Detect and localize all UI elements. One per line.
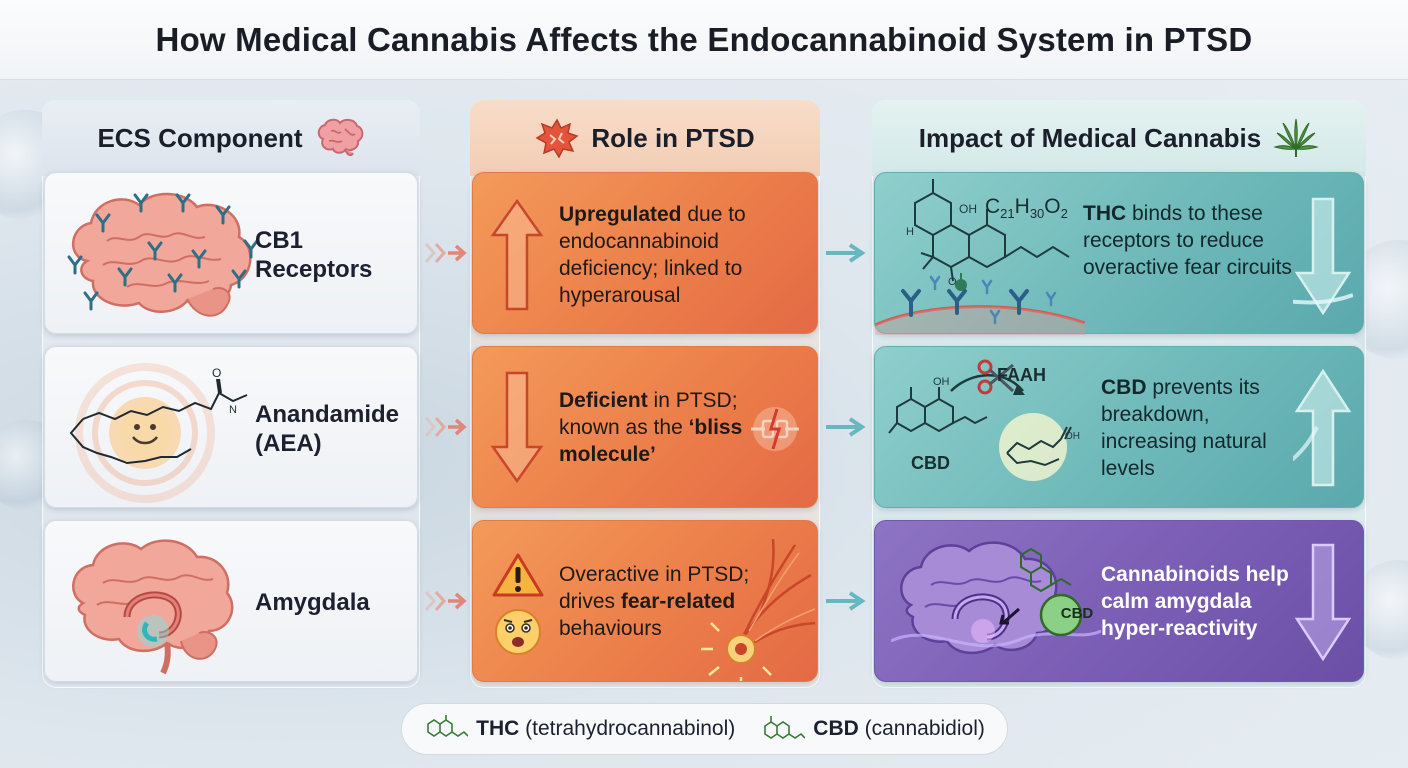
arrow-down-icon — [490, 371, 544, 484]
formula-c: C — [985, 195, 1001, 218]
page-title: How Medical Cannabis Affects the Endocan… — [155, 20, 1253, 58]
anandamide-oxygen-label: O — [212, 366, 221, 380]
faah-label: FAAH — [997, 365, 1046, 385]
formula-o: O — [1044, 195, 1061, 218]
impact-rest-cbd: prevents its breakdown, increasing natur… — [1101, 376, 1267, 480]
arrow-right-icon — [826, 591, 866, 611]
ring-oxygen-label: O — [948, 276, 957, 288]
anandamide-label-line2: (AEA) — [255, 430, 322, 457]
role-header-label: Role in PTSD — [591, 122, 755, 153]
formula-h-sub: 30 — [1029, 206, 1045, 222]
brain-icon — [317, 118, 363, 157]
role-strong2-anandamide: ‘bliss molecule’ — [559, 416, 743, 466]
ecs-column-header: ECS Component — [42, 100, 420, 176]
thc-molecule-illustration: OH O H — [875, 179, 1085, 335]
chevron-right-icon — [424, 243, 467, 263]
role-strong-cb1: Upregulated — [559, 203, 682, 226]
amygdala-label: Amygdala — [255, 588, 370, 617]
chevron-right-icon — [424, 591, 467, 611]
formula-o-sub: 2 — [1060, 206, 1068, 222]
legend: THC (tetrahydrocannabinol) CBD (cannabid… — [401, 703, 1008, 755]
arrow-up-icon — [490, 198, 544, 311]
role-column-header: Role in PTSD — [470, 100, 820, 176]
role-text-anandamide: Deficient in PTSD; known as the ‘bliss m… — [559, 387, 749, 468]
role-text-amygdala: Overactive in PTSD; drives fear-related … — [559, 561, 759, 642]
ring-h-label: H — [906, 226, 914, 238]
warning-icon — [492, 553, 544, 597]
arrow-right-icon — [826, 243, 866, 263]
aea-oh-label: OH — [1065, 431, 1080, 442]
cannabis-leaf-icon — [1273, 118, 1319, 157]
burst-icon — [535, 118, 579, 158]
cbd-molecule-label: CBD — [911, 453, 950, 473]
broken-link-icon — [751, 407, 799, 451]
legend-item-thc: THC (tetrahydrocannabinol) — [424, 714, 735, 744]
anandamide-illustration: O N — [69, 363, 248, 503]
chevron-right-icon — [424, 417, 467, 437]
role-rest2-amygdala: behaviours — [559, 617, 662, 640]
amygdala-label-line1: Amygdala — [255, 589, 370, 616]
cbd-oh-label: OH — [933, 376, 950, 388]
thc-formula: C21H30O2 — [985, 195, 1068, 221]
anandamide-n-label: N — [229, 404, 237, 416]
thc-molecule-icon — [427, 715, 469, 737]
impact-copy-amygdala: Cannabinoids help calm amygdala hyper-re… — [1101, 563, 1289, 640]
calm-brain-illustration — [891, 541, 1101, 654]
ecs-header-label: ECS Component — [97, 122, 303, 153]
role-strong-amygdala: fear-related — [620, 590, 736, 613]
impact-card-amygdala: CBD Cannabinoids help calm amygdala hype… — [874, 520, 1364, 682]
legend-thc-strong: THC — [476, 717, 520, 740]
ecs-card-amygdala: Amygdala — [44, 520, 418, 682]
cb1-label-line1: CB1 — [255, 227, 304, 254]
role-card-cb1: Upregulated due to endocannabinoid defic… — [472, 172, 818, 334]
cbd-molecule-icon — [764, 716, 806, 739]
page-header: How Medical Cannabis Affects the Endocan… — [0, 0, 1408, 80]
role-card-amygdala: Overactive in PTSD; drives fear-related … — [472, 520, 818, 682]
formula-h: H — [1014, 195, 1030, 218]
impact-header-label: Impact of Medical Cannabis — [918, 122, 1262, 153]
scissors-icon — [977, 359, 1015, 395]
arrow-down-icon — [1294, 543, 1352, 662]
impact-card-thc: OH O H C21H30O2 THC binds to these recep… — [874, 172, 1364, 335]
arrow-down-icon — [1293, 197, 1353, 316]
scared-face-icon — [495, 609, 541, 655]
impact-strong-thc: THC — [1083, 202, 1127, 225]
ecs-card-cb1: CB1 Receptors — [44, 172, 418, 334]
impact-column-header: Impact of Medical Cannabis — [872, 100, 1366, 176]
role-rest-anandamide: in PTSD; known as the — [559, 389, 738, 439]
impact-card-cbd: OH CBD OH FAAH CBD prevents its breakdow… — [874, 346, 1364, 508]
oh-label: OH — [959, 202, 977, 216]
impact-text-amygdala: Cannabinoids help calm amygdala hyper-re… — [1101, 561, 1307, 642]
cbd-faah-illustration: OH CBD OH — [888, 359, 1080, 481]
impact-rest-thc: binds to these receptors to reduce overa… — [1083, 202, 1292, 279]
legend-cbd-rest: (cannabidiol) — [858, 717, 985, 740]
cb1-label: CB1 Receptors — [255, 226, 372, 284]
neuron-spark-illustration — [701, 538, 816, 681]
role-card-anandamide: Deficient in PTSD; known as the ‘bliss m… — [472, 346, 818, 508]
role-rest-cb1: due to endocannabinoid deficiency; linke… — [559, 203, 746, 307]
anandamide-label: Anandamide (AEA) — [255, 400, 399, 458]
role-rest-amygdala: Overactive in PTSD; drives — [559, 563, 750, 613]
legend-cbd-strong: CBD — [813, 717, 859, 740]
impact-text-cbd: CBD prevents its breakdown, increasing n… — [1101, 374, 1301, 482]
amygdala-brain-illustration — [72, 539, 234, 675]
cbd-badge-label: CBD — [1060, 605, 1094, 622]
role-text-cb1: Upregulated due to endocannabinoid defic… — [559, 201, 807, 309]
formula-c-sub: 21 — [1000, 206, 1015, 222]
arrow-right-icon — [826, 417, 866, 437]
impact-strong-cbd: CBD — [1101, 376, 1147, 399]
legend-thc-rest: (tetrahydrocannabinol) — [519, 717, 736, 740]
ecs-card-anandamide: O N Anandamide (AEA) — [44, 346, 418, 508]
cb1-label-line2: Receptors — [255, 256, 373, 283]
impact-text-thc: THC binds to these receptors to reduce o… — [1083, 200, 1297, 281]
role-strong-anandamide: Deficient — [559, 389, 648, 412]
legend-item-cbd: CBD (cannabidiol) — [761, 714, 985, 744]
arrow-up-icon — [1293, 368, 1352, 487]
brain-receptors-illustration — [67, 192, 259, 317]
anandamide-label-line1: Anandamide — [255, 401, 400, 428]
